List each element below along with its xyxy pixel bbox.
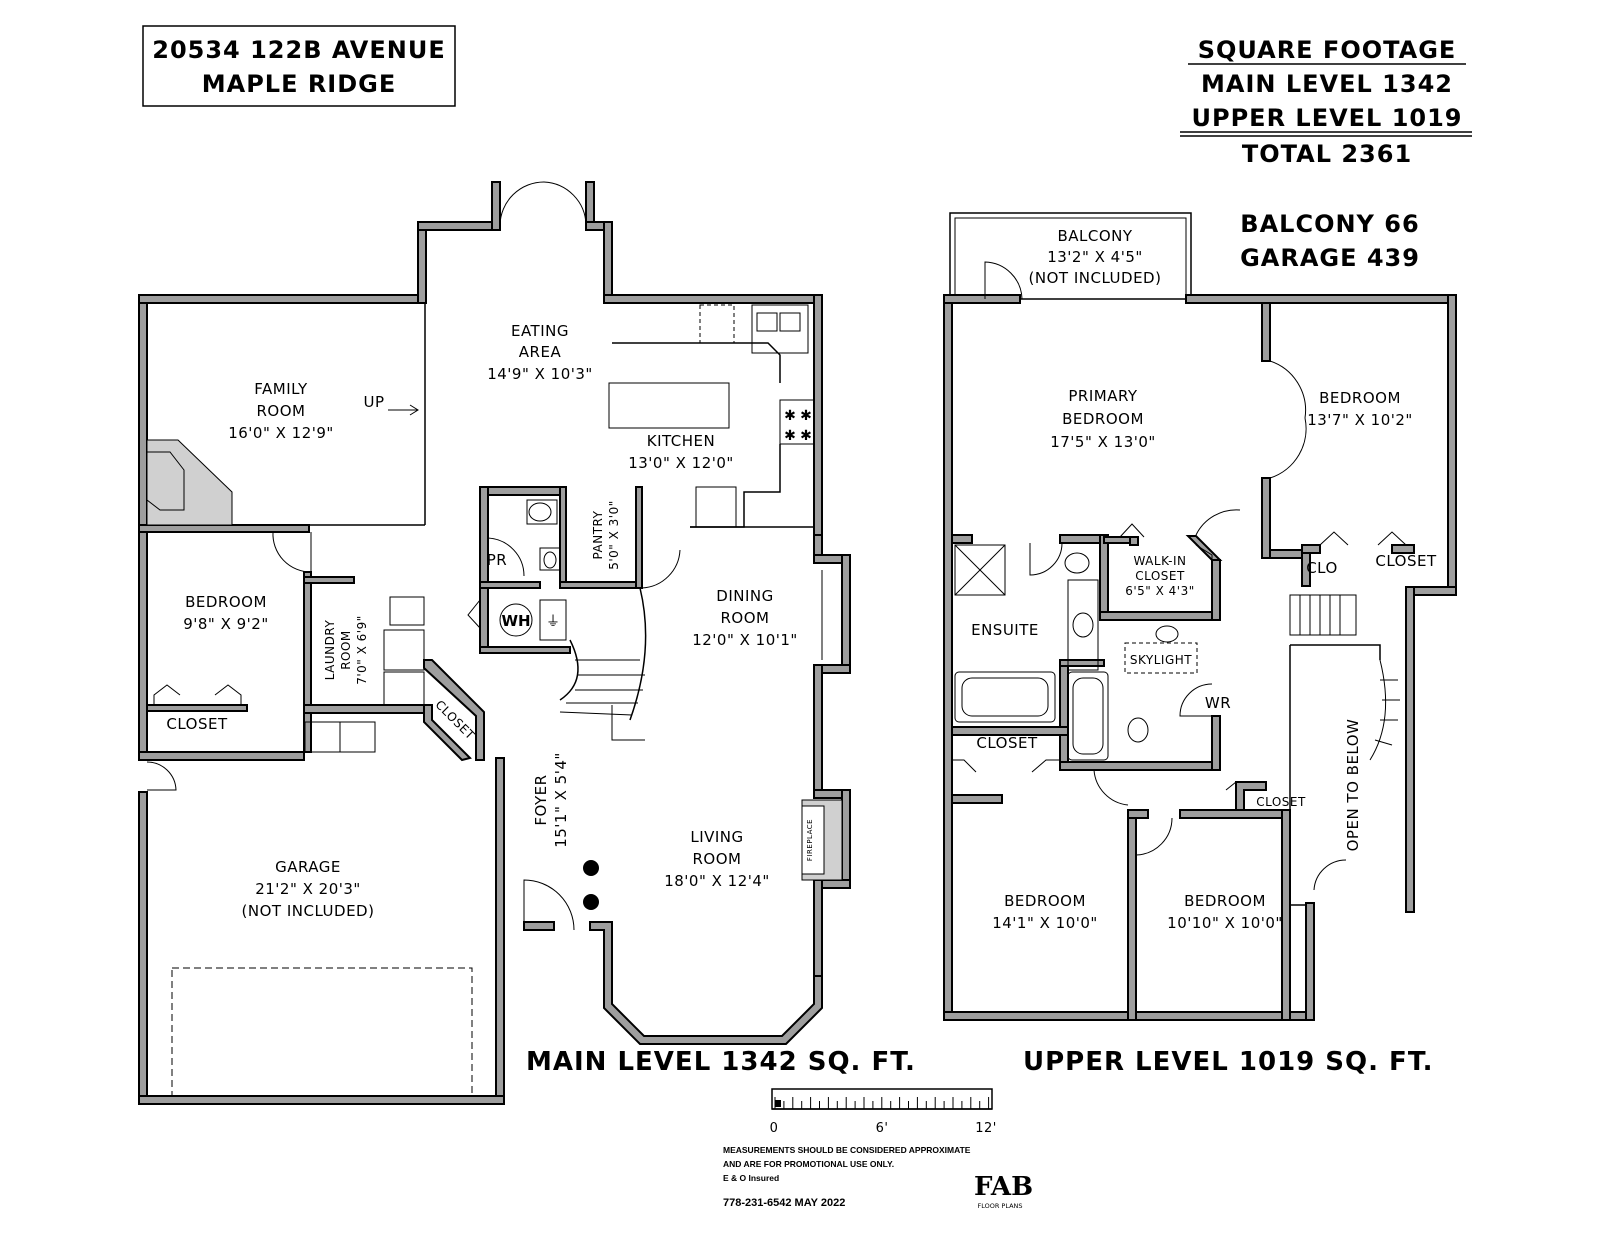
laundry-name2: ROOM [339,630,353,670]
skylight-label: SKYLIGHT [1130,653,1192,667]
foyer-dim: 15'1" X 5'4" [552,752,570,848]
main-level-details: ✱ ✱ ✱ ✱ [146,181,843,1097]
sqft-garage: GARAGE 439 [1240,244,1420,272]
living-room-name2: ROOM [693,850,742,868]
closet-ne-label: CLOSET [1375,552,1437,570]
footer-line2: AND ARE FOR PROMOTIONAL USE ONLY. [723,1159,894,1169]
kitchen-name: KITCHEN [647,432,716,450]
walkin-name2: CLOSET [1135,569,1185,583]
family-room-dim: 16'0" X 12'9" [228,424,334,442]
eating-area-dim: 14'9" X 10'3" [487,365,593,383]
clo-label: CLO [1306,559,1338,577]
open-to-below-label: OPEN TO BELOW [1344,719,1362,852]
svg-text:✱: ✱ [784,408,796,424]
living-room-dim: 18'0" X 12'4" [664,872,770,890]
upper-level-details [952,261,1407,1021]
family-room-name2: ROOM [257,402,306,420]
logo-subtitle: FLOOR PLANS [977,1202,1022,1210]
balcony-dim: 13'2" X 4'5" [1047,248,1143,266]
eating-area-name1: EATING [511,322,569,340]
foyer-name: FOYER [532,774,550,825]
sqft-title: SQUARE FOOTAGE [1198,36,1457,64]
svg-text:✱: ✱ [800,428,812,444]
bedroom-main-name: BEDROOM [185,593,267,611]
bedroom-main-dim: 9'8" X 9'2" [183,615,269,633]
fireplace-label: FIREPLACE [806,819,814,861]
bedroom-ne-name: BEDROOM [1319,389,1401,407]
garage-name: GARAGE [275,858,341,876]
closet-s-label: CLOSET [1256,795,1306,809]
scale-tick-0: 0 [770,1121,779,1136]
bedroom-ne-dim: 13'7" X 10'2" [1307,411,1413,429]
footer: MEASUREMENTS SHOULD BE CONSIDERED APPROX… [723,1145,1033,1210]
footer-line1: MEASUREMENTS SHOULD BE CONSIDERED APPROX… [723,1145,971,1155]
address-line1: 20534 122B AVENUE [152,36,445,64]
living-room-name1: LIVING [690,828,743,846]
primary-bedroom-dim: 17'5" X 13'0" [1050,433,1156,451]
closet-w-label: CLOSET [976,734,1038,752]
laundry-dim: 7'0" X 6'9" [355,615,369,685]
main-level-caption: MAIN LEVEL 1342 SQ. FT. [526,1047,916,1077]
walkin-name1: WALK-IN [1133,554,1186,568]
square-footage-block: SQUARE FOOTAGE MAIN LEVEL 1342 UPPER LEV… [1180,36,1472,272]
balcony-note: (NOT INCLUDED) [1029,269,1162,287]
primary-bedroom-name2: BEDROOM [1062,410,1144,428]
pantry-dim: 5'0" X 3'0" [607,500,621,570]
footer-line3: E & O Insured [723,1173,779,1183]
pantry-name: PANTRY [591,510,605,559]
sqft-balcony: BALCONY 66 [1240,210,1419,238]
sqft-upper: UPPER LEVEL 1019 [1192,104,1463,132]
scale-bar: 0 6' 12' [770,1088,997,1136]
laundry-name1: LAUNDRY [323,620,337,681]
svg-text:✱: ✱ [784,428,796,444]
address-line2: MAPLE RIDGE [202,70,397,98]
footer-contact: 778-231-6542 MAY 2022 [723,1197,845,1209]
upper-level-walls [943,212,1457,1021]
bedroom-closet-label: CLOSET [166,715,228,733]
balcony-name: BALCONY [1057,227,1132,245]
dining-room-name2: ROOM [721,609,770,627]
fab-logo: FAB FLOOR PLANS [974,1172,1033,1210]
washroom-label: WR [1205,694,1231,712]
bedroom-sw-dim: 14'1" X 10'0" [992,914,1098,932]
sqft-total: TOTAL 2361 [1242,140,1412,168]
stair-up-label: UP [363,393,384,411]
upper-level-caption: UPPER LEVEL 1019 SQ. FT. [1023,1047,1433,1077]
dining-room-dim: 12'0" X 10'1" [692,631,798,649]
logo-text: FAB [974,1172,1033,1202]
address-box: 20534 122B AVENUE MAPLE RIDGE [142,25,456,107]
main-level-walls [138,181,851,1105]
ensuite-label: ENSUITE [971,621,1039,639]
bedroom-se-name: BEDROOM [1184,892,1266,910]
sqft-main: MAIN LEVEL 1342 [1201,70,1453,98]
scale-tick-6: 6' [876,1121,889,1136]
scale-tick-12: 12' [975,1121,997,1136]
kitchen-dim: 13'0" X 12'0" [628,454,734,472]
primary-bedroom-name1: PRIMARY [1068,387,1138,405]
walkin-dim: 6'5" X 4'3" [1125,584,1195,598]
bedroom-sw-name: BEDROOM [1004,892,1086,910]
svg-text:WH: WH [501,612,530,630]
upper-level-labels: BALCONY 13'2" X 4'5" (NOT INCLUDED) PRIM… [971,227,1437,1077]
svg-text:✱: ✱ [800,408,812,424]
powder-room-label: PR [487,551,507,569]
main-level-labels: EATING AREA 14'9" X 10'3" FAMILY ROOM 16… [166,322,916,1077]
garage-note: (NOT INCLUDED) [242,902,375,920]
garage-dim: 21'2" X 20'3" [255,880,361,898]
family-room-name1: FAMILY [254,380,308,398]
bedroom-se-dim: 10'10" X 10'0" [1167,914,1283,932]
eating-area-name2: AREA [519,343,562,361]
dining-room-name1: DINING [716,587,773,605]
svg-text:⏚: ⏚ [546,614,560,630]
